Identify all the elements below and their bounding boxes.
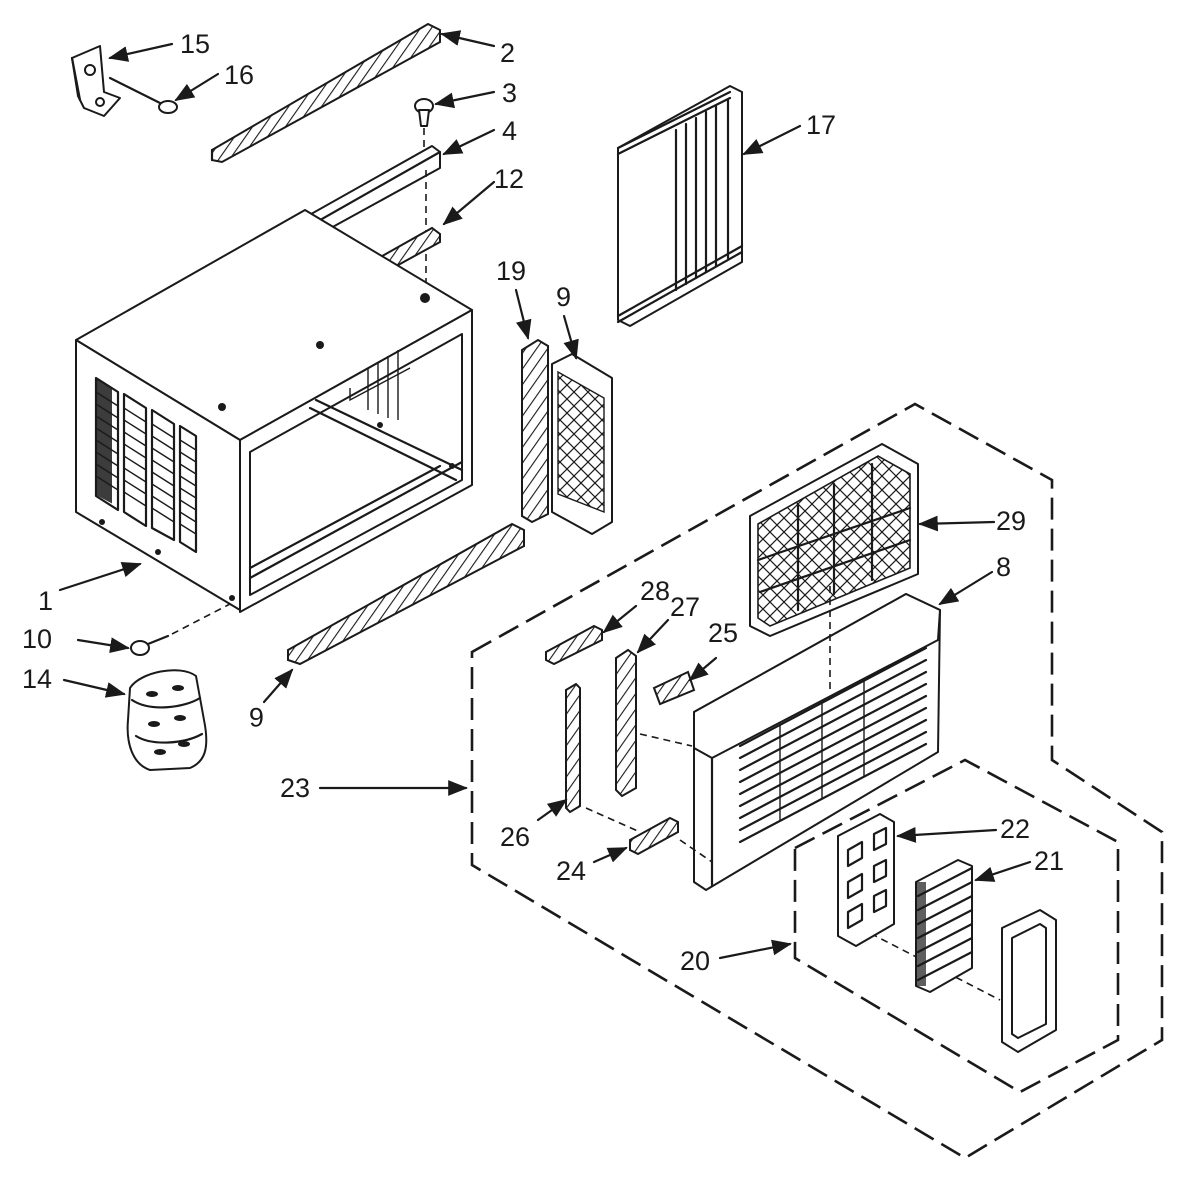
bottom-rail-part-6	[287, 522, 525, 666]
callout-label-6: 6	[249, 702, 264, 732]
screw-part-10	[130, 603, 231, 656]
mounting-bracket-part-15	[70, 45, 121, 117]
callout-label-9: 9	[556, 282, 571, 312]
assembly-group-23-outline	[470, 402, 1164, 1160]
callout-label-29: 29	[996, 506, 1026, 536]
callout-label-26: 26	[500, 822, 530, 852]
callout-label-22: 22	[1000, 814, 1030, 844]
callout-label-25: 25	[708, 618, 738, 648]
callout-label-17: 17	[806, 110, 836, 140]
callout-label-20: 20	[680, 946, 710, 976]
callout-label-12: 12	[494, 164, 524, 194]
foam-seal-part-19	[521, 338, 549, 524]
callout-label-8: 8	[996, 552, 1011, 582]
front-panel-part-8	[693, 586, 941, 891]
side-curtain-part-17	[616, 85, 744, 327]
callout-label-23: 23	[280, 773, 310, 803]
callout-label-27: 27	[670, 592, 700, 622]
fastener-bag-part-14	[126, 669, 208, 771]
cabinet-part-1	[75, 209, 473, 613]
callout-label-19: 19	[496, 256, 526, 286]
seal-part-26	[565, 682, 581, 814]
callout-label-2: 2	[500, 38, 515, 68]
callout-label-14: 14	[22, 664, 52, 694]
seal-part-24	[629, 816, 679, 856]
top-rail-part-2	[210, 22, 441, 164]
callout-label-15: 15	[180, 29, 210, 59]
assembly-group-20-outline	[793, 758, 1120, 1094]
callout-labels: 15 16 2 3 4 12 17 19 9 1 10 14 6 29 8 28…	[22, 29, 1064, 976]
screw-part-3	[414, 98, 434, 150]
callout-label-10: 10	[22, 624, 52, 654]
callout-label-24: 24	[556, 856, 586, 886]
vane-frame-part	[1001, 909, 1057, 1053]
seal-part-27	[615, 648, 637, 798]
callout-label-4: 4	[502, 116, 517, 146]
air-filter-part-29	[749, 443, 919, 637]
vane-holder-part-22	[837, 813, 895, 947]
callout-label-28: 28	[640, 576, 670, 606]
callout-label-1: 1	[38, 586, 53, 616]
side-louver-grille	[94, 376, 198, 554]
filter-part-9	[551, 353, 613, 535]
screw-part-16	[108, 76, 178, 114]
callout-label-21: 21	[1034, 846, 1064, 876]
callout-leaders	[58, 30, 1032, 960]
callout-label-16: 16	[224, 60, 254, 90]
callout-label-3: 3	[502, 78, 517, 108]
louver-vanes-part-21	[915, 859, 974, 993]
seal-part-28	[545, 624, 603, 666]
gasket-part-25	[652, 670, 696, 706]
